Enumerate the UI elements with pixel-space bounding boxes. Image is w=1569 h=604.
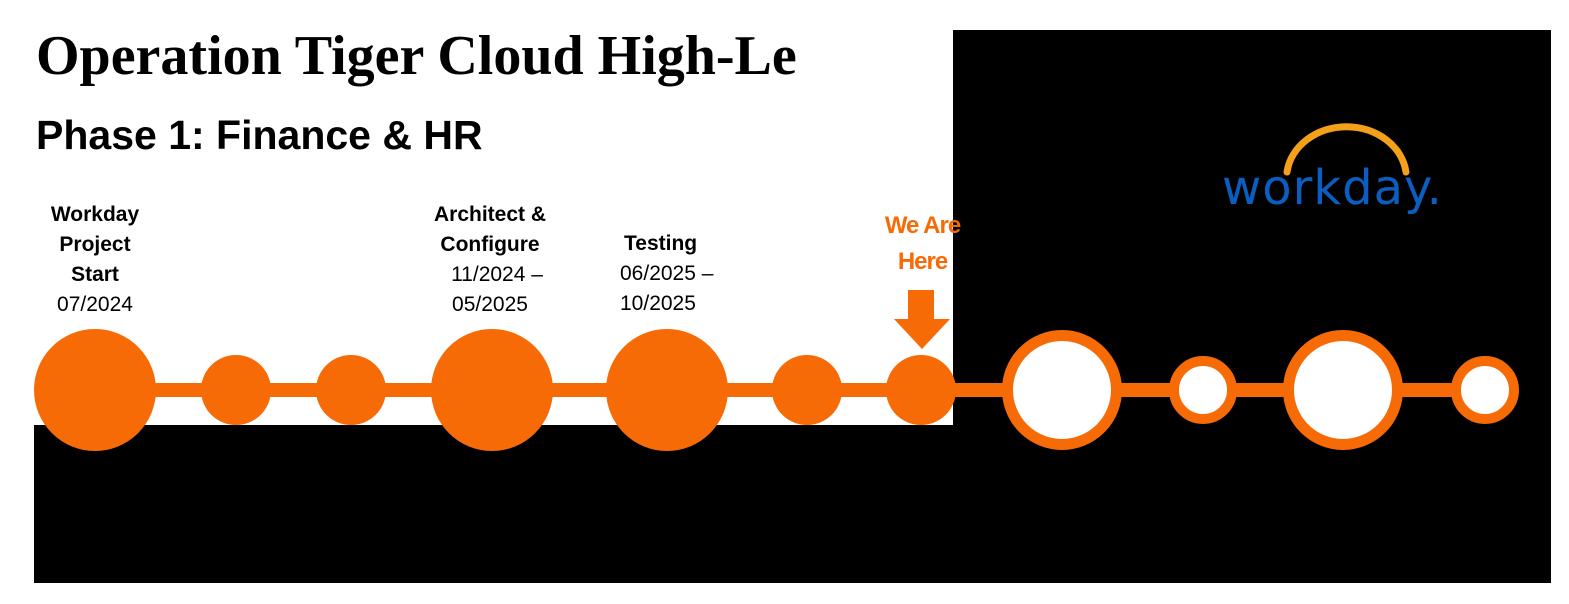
milestone-title-line: Architect & [433, 203, 547, 226]
timeline-node-completed [886, 355, 956, 425]
milestone-date: 05/2025 [452, 293, 528, 316]
milestone-title-line: Start [71, 263, 119, 286]
milestone-architect-configure: Architect & Configure 11/2024 – 05/2025 [415, 200, 565, 320]
milestone-date: 11/2024 – [451, 263, 543, 286]
milestone-title-line: Testing [624, 232, 698, 255]
slide-subtitle: Phase 1: Finance & HR [36, 112, 483, 158]
milestone-title-line: Workday [50, 203, 140, 226]
down-arrow-icon [894, 290, 950, 349]
milestone-project-start: Workday Project Start 07/2024 [35, 200, 155, 320]
milestone-date: 10/2025 [620, 292, 696, 315]
timeline-node-completed [201, 355, 271, 425]
current-position-label: We Are Here [860, 208, 985, 280]
timeline-node-completed [772, 355, 842, 425]
milestone-testing: Testing 06/2025 – 10/2025 [620, 229, 713, 319]
slide-title: Operation Tiger Cloud High-Le [36, 25, 797, 87]
milestone-date: 07/2024 [57, 293, 133, 316]
redaction-block-bottom [34, 425, 1551, 583]
workday-logo: workday. [1222, 160, 1443, 216]
milestone-date: 06/2025 – [620, 262, 714, 285]
timeline-node-completed [316, 355, 386, 425]
milestone-title-line: Project [59, 233, 131, 256]
current-position-label-line1: We Are [884, 212, 961, 239]
current-position-label-line2: Here [897, 248, 948, 275]
milestone-title-line: Configure [440, 233, 540, 256]
